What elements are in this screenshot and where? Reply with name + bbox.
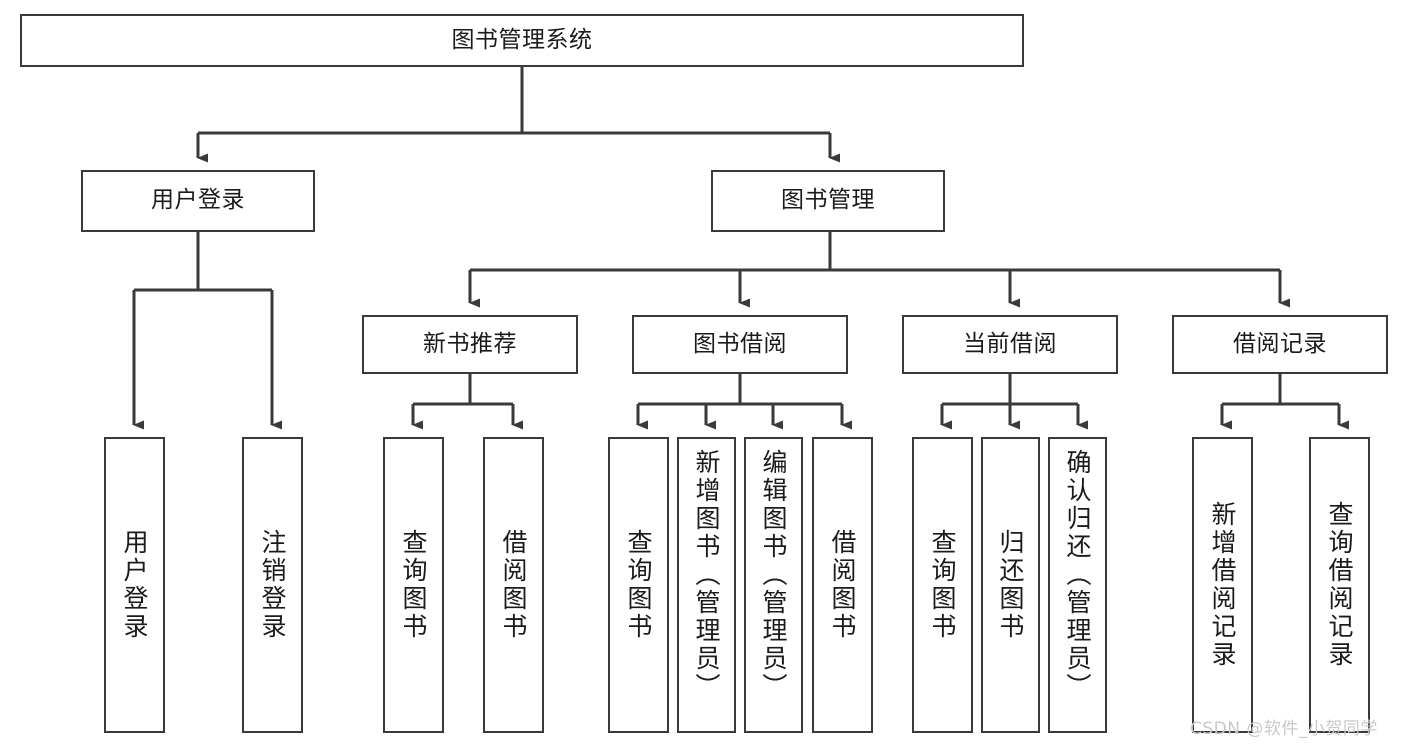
node-label: 注销登录 — [258, 529, 287, 641]
node-label: 归还图书 — [996, 529, 1025, 641]
node-label: 图书管理系统 — [451, 26, 593, 53]
leaf-book-borrow-lend[interactable]: 借阅图书 — [812, 437, 873, 733]
leaf-new-book-query[interactable]: 查询图书 — [383, 437, 444, 733]
node-label: 确认归还（管理员） — [1063, 449, 1092, 701]
node-user-login[interactable]: 用户登录 — [81, 170, 315, 232]
node-label: 借阅图书 — [828, 529, 857, 641]
node-label: 编辑图书（管理员） — [759, 449, 788, 701]
node-label: 用户登录 — [120, 529, 149, 641]
node-current-borrow[interactable]: 当前借阅 — [902, 315, 1118, 374]
leaf-current-borrow-confirm-return[interactable]: 确认归还（管理员） — [1048, 437, 1107, 733]
node-root-book-management-system[interactable]: 图书管理系统 — [20, 14, 1024, 67]
node-label: 借阅记录 — [1233, 330, 1327, 357]
node-book-borrow[interactable]: 图书借阅 — [632, 315, 848, 374]
node-label: 图书借阅 — [693, 330, 787, 357]
node-borrow-records[interactable]: 借阅记录 — [1172, 315, 1388, 374]
node-label: 查询图书 — [399, 529, 428, 641]
csdn-watermark: CSDN @软件_小贺同学 — [1190, 719, 1378, 739]
node-book-management[interactable]: 图书管理 — [711, 170, 945, 232]
leaf-book-borrow-query[interactable]: 查询图书 — [608, 437, 669, 733]
node-label: 借阅图书 — [499, 529, 528, 641]
leaf-user-login-signin[interactable]: 用户登录 — [104, 437, 165, 733]
node-label: 查询图书 — [928, 529, 957, 641]
node-label: 图书管理 — [781, 187, 875, 214]
leaf-new-book-borrow[interactable]: 借阅图书 — [483, 437, 544, 733]
node-label: 查询图书 — [624, 529, 653, 641]
node-label: 当前借阅 — [963, 330, 1057, 357]
leaf-borrow-records-query[interactable]: 查询借阅记录 — [1309, 437, 1370, 733]
node-label: 新书推荐 — [423, 330, 517, 357]
node-label: 用户登录 — [151, 187, 245, 214]
leaf-book-borrow-add[interactable]: 新增图书（管理员） — [677, 437, 736, 733]
node-label: 新增图书（管理员） — [692, 449, 721, 701]
leaf-current-borrow-return[interactable]: 归还图书 — [981, 437, 1040, 733]
leaf-current-borrow-query[interactable]: 查询图书 — [912, 437, 973, 733]
node-label: 新增借阅记录 — [1208, 501, 1237, 669]
leaf-book-borrow-edit[interactable]: 编辑图书（管理员） — [744, 437, 803, 733]
leaf-user-login-signout[interactable]: 注销登录 — [242, 437, 303, 733]
leaf-borrow-records-add[interactable]: 新增借阅记录 — [1192, 437, 1253, 733]
node-label: 查询借阅记录 — [1325, 501, 1354, 669]
node-new-book-recommend[interactable]: 新书推荐 — [362, 315, 578, 374]
